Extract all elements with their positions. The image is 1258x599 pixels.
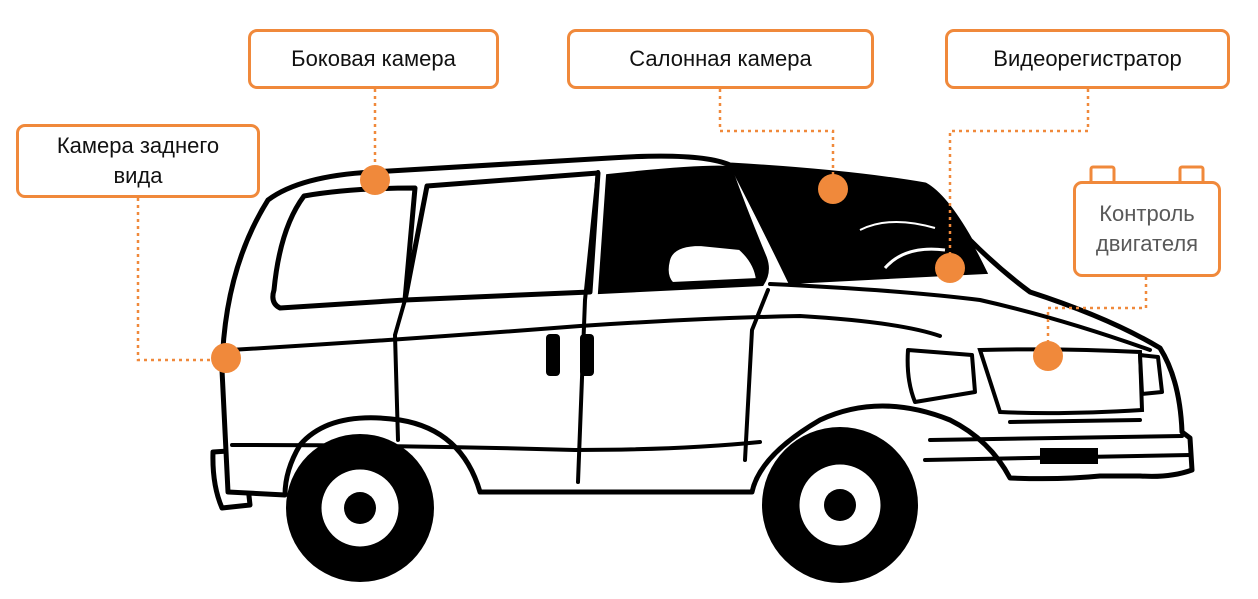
side-camera-label: Боковая камера <box>248 29 499 89</box>
rear-camera-label: Камера заднего вида <box>16 124 260 198</box>
front-wheel <box>762 427 918 583</box>
rear-wheel <box>286 434 434 582</box>
cabin-camera-label: Салонная камера <box>567 29 874 89</box>
connector-engine <box>1046 277 1148 356</box>
marker-dot-rear <box>211 343 241 373</box>
connector-dvr <box>948 89 1090 266</box>
marker-dot-dvr <box>935 253 965 283</box>
marker-dot-engine <box>1033 341 1063 371</box>
connector-rear <box>136 198 222 362</box>
marker-dot-cabin <box>818 174 848 204</box>
marker-dot-side <box>360 165 390 195</box>
engine-control-label: Контроль двигателя <box>1073 181 1221 277</box>
dashcam-label: Видеорегистратор <box>945 29 1230 89</box>
connector-cabin <box>718 89 835 188</box>
